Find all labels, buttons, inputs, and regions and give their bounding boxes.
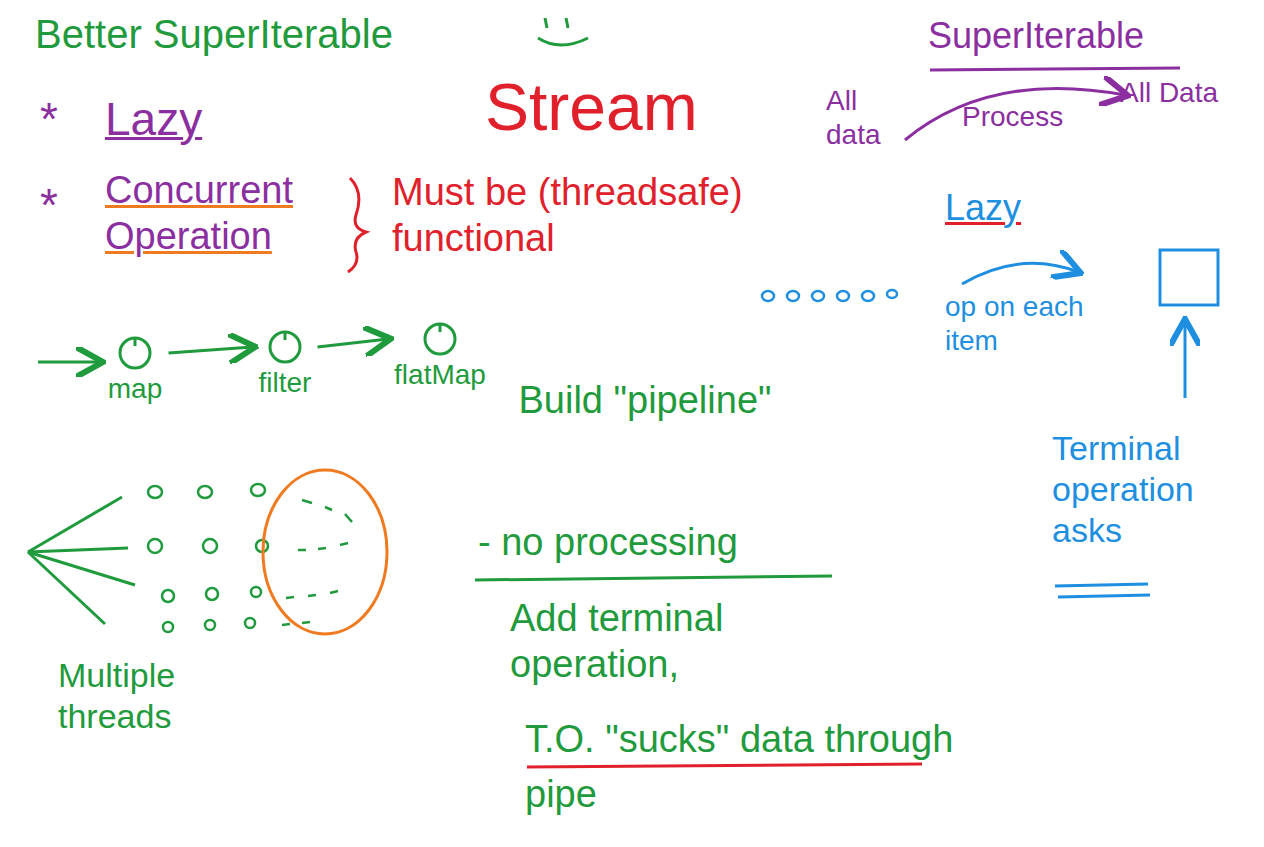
underline [930,68,1180,70]
side-heading: Lazy [945,186,1021,229]
note: Build "pipeline" [495,378,795,424]
asterisk: * [40,92,58,147]
note: Terminal operation asks [1052,428,1262,550]
underline [527,764,922,767]
stage-label: filter [255,366,316,400]
result-box [1160,250,1218,305]
highlight-ellipse [263,470,387,634]
stage-circle [265,326,305,366]
note: - no processing [478,520,738,566]
title: Better SuperIterable [35,10,393,58]
side-heading: SuperIterable [928,14,1144,57]
note: T.O. "sucks" data through pipe [525,712,965,822]
note: Multiple threads [58,655,238,737]
main-heading: Stream [485,68,698,147]
arrow-label: Process [962,100,1063,134]
note: Must be (threadsafe) functional [392,170,792,261]
note-heading: Lazy [105,92,202,147]
op-arrow [962,263,1078,284]
stage-circle [420,318,460,358]
stage-label: map [104,372,167,406]
stage-circle [115,332,155,372]
note: All data [826,84,916,151]
note: op on each item [945,290,1105,357]
underline [475,576,832,580]
note: Add terminal operation, [510,596,850,687]
thread-items [148,484,352,632]
item-dots [762,290,897,301]
stage-label: flatMap [390,358,490,392]
note-heading: Concurrent Operation [105,168,355,259]
thread-fan [28,497,135,624]
brace [348,178,366,272]
asks-arrow [1184,322,1187,398]
process-arrow [905,88,1125,140]
pipeline-arrow [169,347,253,353]
note: All Data [1120,76,1230,110]
stage-node: flatMap [390,318,490,392]
stage-node: filter [255,326,316,400]
smiley [538,18,588,45]
asterisk: * [40,178,58,233]
lead-arrow [38,361,100,364]
stage-node: map [104,332,167,406]
underline [1058,595,1150,597]
pipeline-arrow [318,339,389,347]
underline [1055,584,1148,586]
